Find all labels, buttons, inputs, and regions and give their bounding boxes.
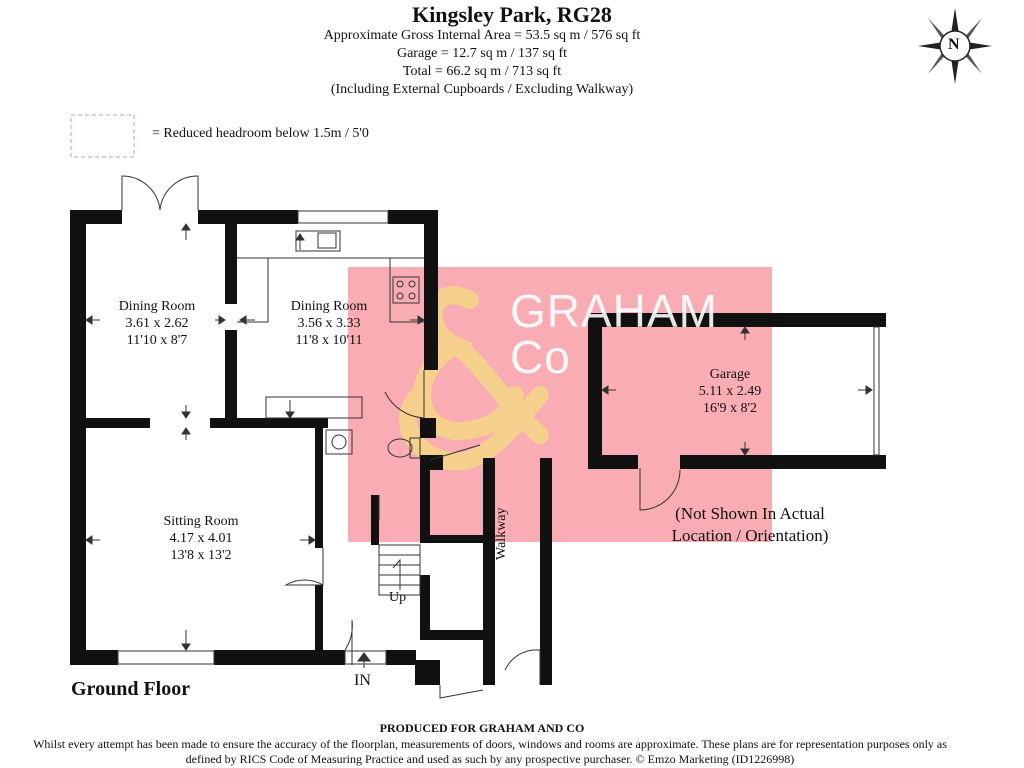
disclaimer-text: Whilst every attempt has been made to en…: [33, 737, 947, 766]
garage-location-note: (Not Shown In Actual Location / Orientat…: [655, 503, 845, 547]
reduced-headroom-swatch: [70, 114, 135, 158]
legend-text: = Reduced headroom below 1.5m / 5'0: [152, 126, 369, 141]
entrance-label: IN: [354, 672, 371, 689]
room-dining-room-1: Dining Room 3.61 x 2.62 11'10 x 8'7: [92, 298, 222, 349]
garage-note-line-2: Location / Orientation): [671, 526, 829, 545]
room-name: Garage: [709, 367, 751, 382]
bathroom-fittings: [325, 429, 421, 459]
room-garage: Garage 5.11 x 2.49 16'9 x 8'2: [675, 366, 785, 417]
plan-title: Kingsley Park, RG28: [412, 2, 612, 27]
watermark-logo: [348, 267, 772, 542]
room-metric: 4.17 x 4.01: [169, 531, 233, 546]
stairs-up-label: Up: [389, 590, 407, 605]
door-swings: [284, 370, 541, 699]
watermark-line-2: Co: [510, 331, 571, 383]
walkway-label: Walkway: [494, 507, 509, 560]
french-doors: [121, 175, 199, 211]
floor-label: Ground Floor: [71, 678, 191, 700]
room-metric: 3.56 x 3.33: [297, 316, 361, 331]
produced-for-text: PRODUCED FOR GRAHAM AND CO: [379, 721, 585, 735]
room-dining-room-2: Dining Room 3.56 x 3.33 11'8 x 10'11: [264, 298, 394, 349]
room-imperial: 11'10 x 8'7: [126, 333, 188, 348]
room-imperial: 16'9 x 8'2: [702, 401, 758, 416]
room-metric: 3.61 x 2.62: [125, 316, 189, 331]
watermark-text: GRAHAM Co: [510, 288, 718, 380]
garage-note-line-1: (Not Shown In Actual: [675, 504, 825, 523]
compass-icon: [918, 8, 992, 84]
garage-structure: [588, 313, 886, 511]
room-name: Dining Room: [118, 299, 196, 314]
gross-area-text: Approximate Gross Internal Area = 53.5 s…: [323, 28, 641, 43]
room-imperial: 11'8 x 10'11: [295, 333, 363, 348]
kitchen-fittings: [237, 230, 424, 419]
room-imperial: 13'8 x 13'2: [170, 548, 232, 563]
area-note-text: (Including External Cupboards / Excludin…: [330, 82, 634, 97]
room-sitting-room: Sitting Room 4.17 x 4.01 13'8 x 13'2: [136, 513, 266, 564]
room-metric: 5.11 x 2.49: [698, 384, 762, 399]
windows: [117, 210, 389, 665]
room-name: Sitting Room: [163, 514, 239, 529]
dimension-arrows: [85, 223, 425, 668]
stairs: [378, 544, 421, 596]
garage-area-text: Garage = 12.7 sq m / 137 sq ft: [396, 46, 568, 61]
watermark-line-1: GRAHAM: [510, 285, 718, 337]
room-name: Dining Room: [290, 299, 368, 314]
compass-north-label: N: [948, 36, 960, 53]
total-area-text: Total = 66.2 sq m / 713 sq ft: [402, 64, 562, 79]
house-walls: [70, 210, 552, 685]
